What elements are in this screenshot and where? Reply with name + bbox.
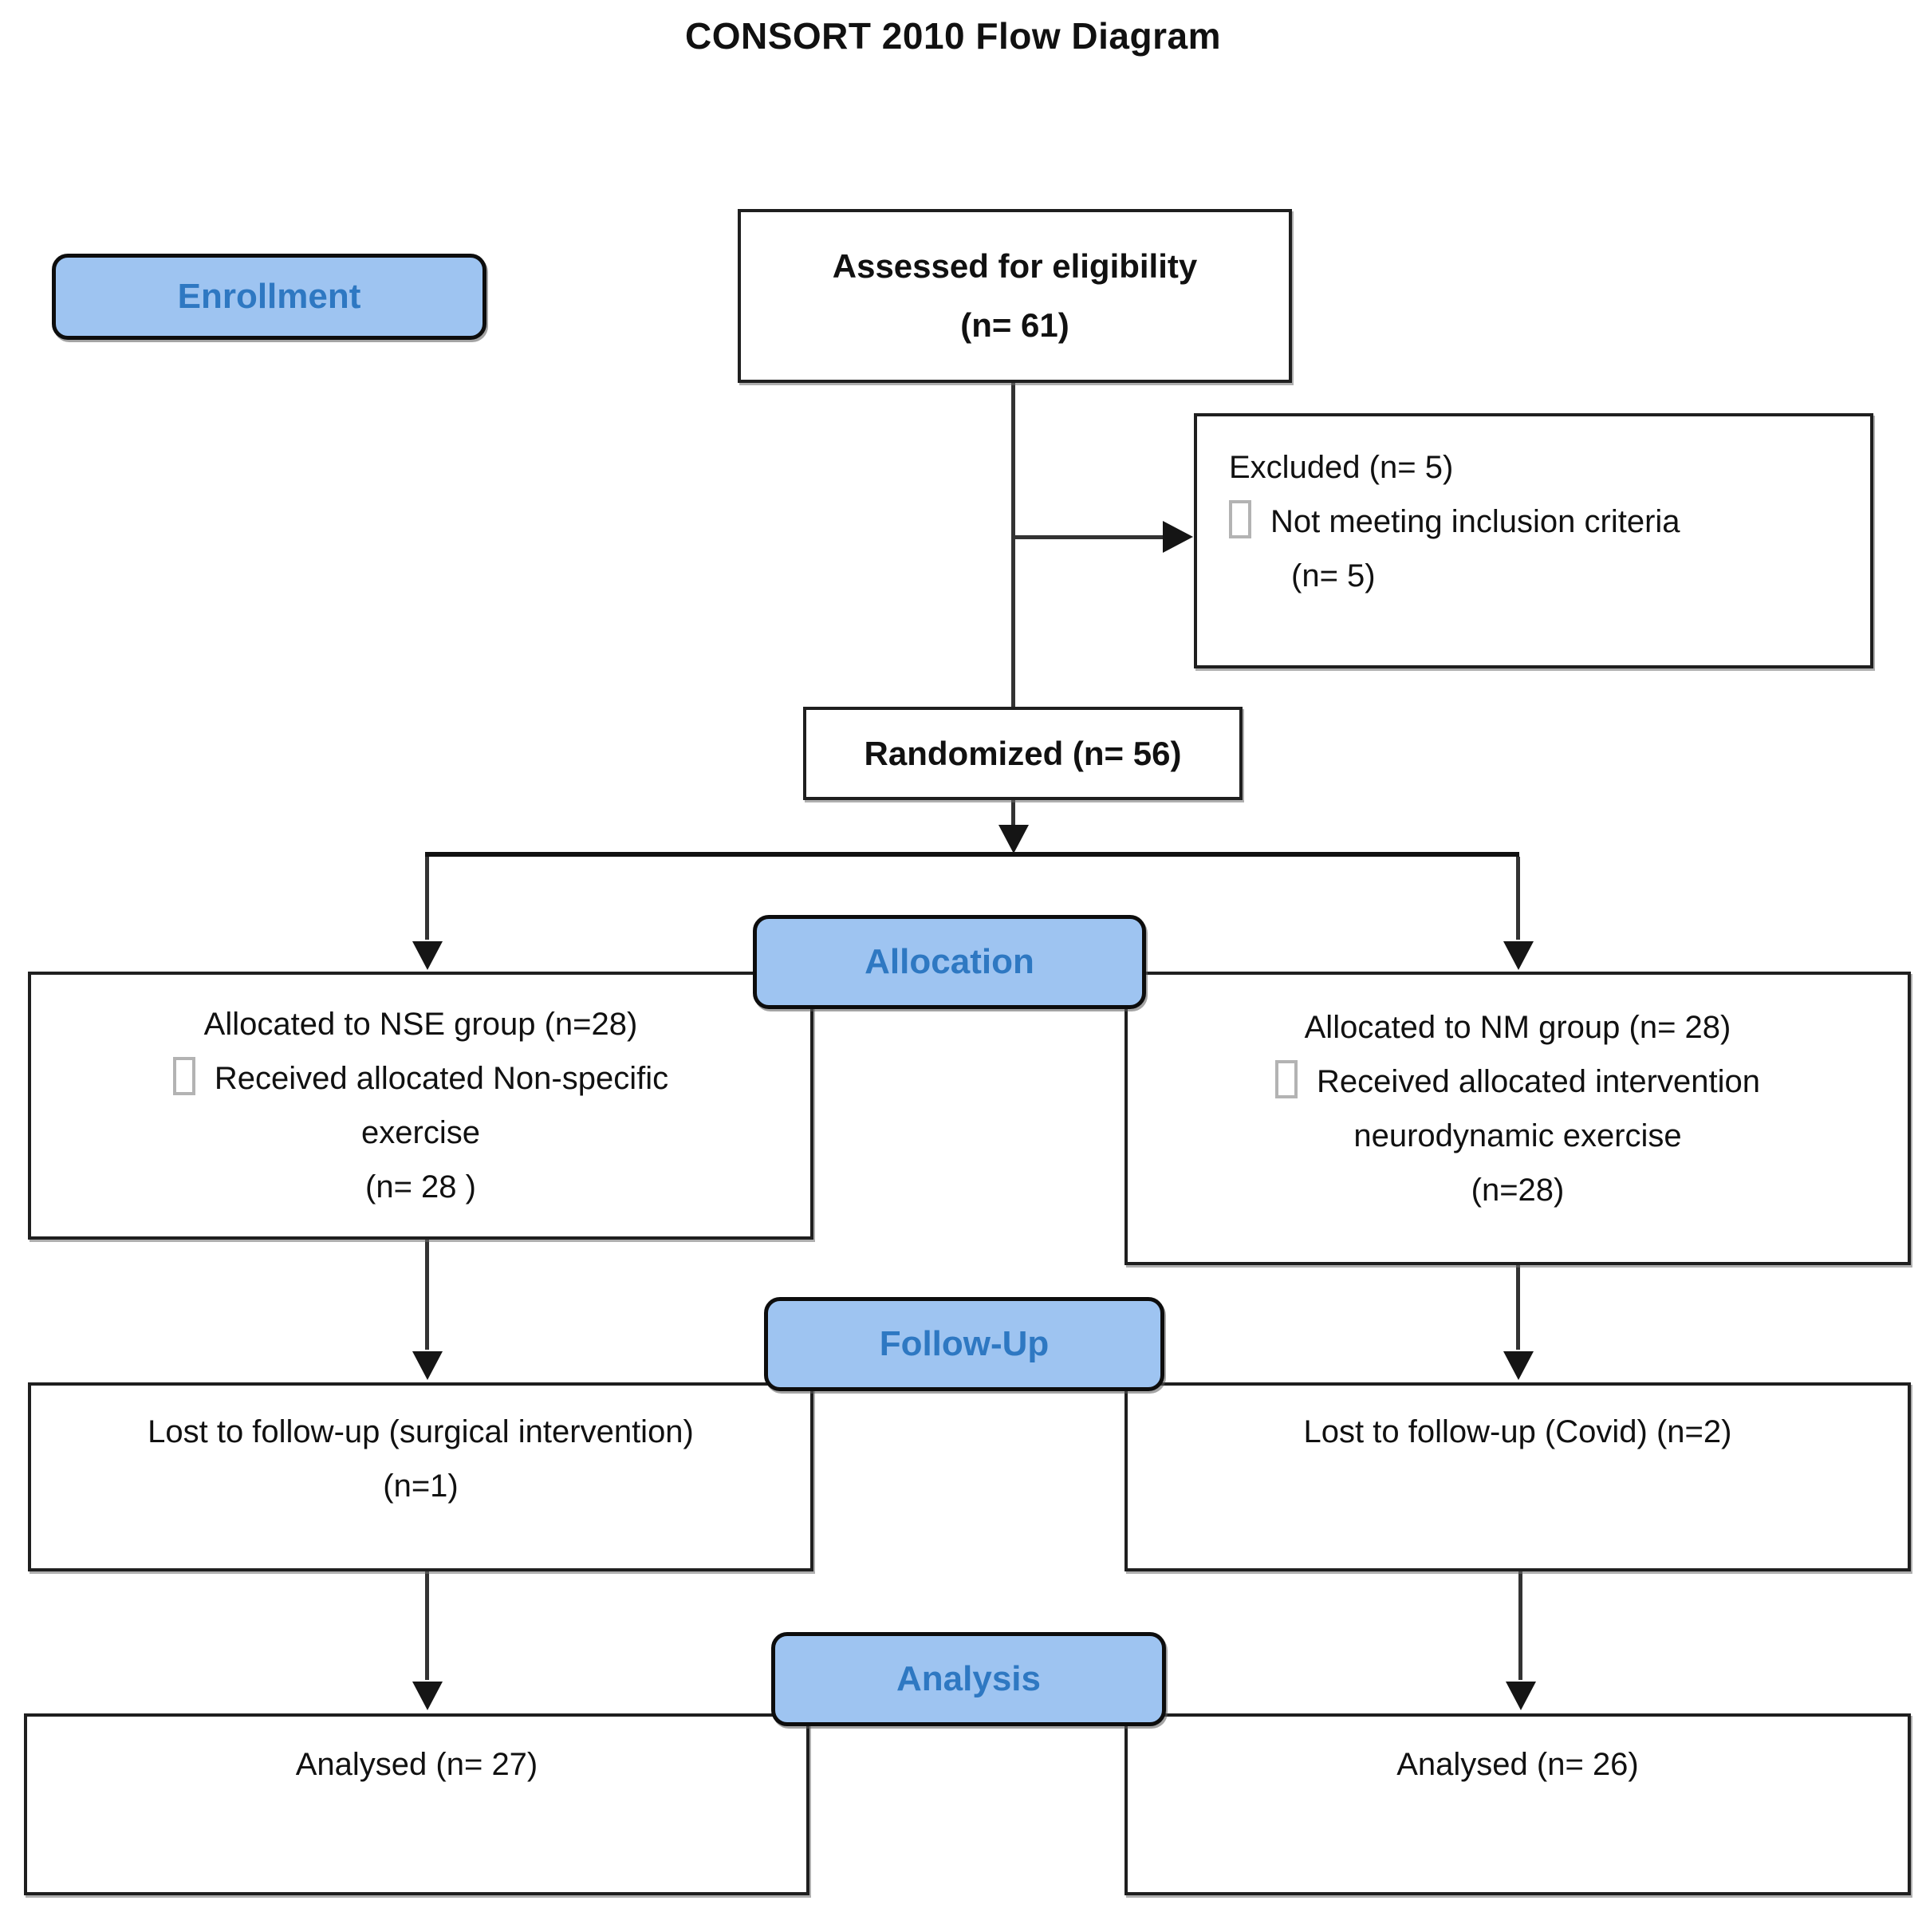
alloc-nse-line3: exercise [361, 1115, 480, 1150]
alloc-nm-line1: Allocated to NM group (n= 28) [1304, 1010, 1731, 1045]
page-title: CONSORT 2010 Flow Diagram [685, 15, 1221, 57]
connector-split-alloc-left [425, 857, 429, 940]
missing-glyph-bullet-icon [1275, 1060, 1298, 1098]
split-line [425, 852, 1519, 857]
stage-label-follow-up: Follow-Up [764, 1297, 1164, 1391]
randomized-box: Randomized (n= 56) [803, 707, 1243, 800]
arrowhead-right-excluded-icon [1163, 521, 1193, 553]
analysed-right-box: Analysed (n= 26) [1124, 1713, 1911, 1895]
alloc-nm-line3: neurodynamic exercise [1353, 1118, 1682, 1153]
connector-assessed-randomized [1011, 383, 1015, 707]
arrowhead-down-analysis-left-icon [412, 1682, 443, 1710]
connector-alloc-followup-left [425, 1240, 429, 1350]
assessed-line2: (n= 61) [960, 306, 1069, 344]
arrowhead-down-alloc-right-icon [1503, 941, 1534, 970]
arrowhead-down-alloc-left-icon [412, 941, 443, 970]
stage-label-analysis: Analysis [771, 1632, 1166, 1726]
followup-right-line1: Lost to follow-up (Covid) (n=2) [1303, 1414, 1732, 1449]
excluded-bullet-text: Not meeting inclusion criteria [1270, 504, 1680, 539]
stage-label-enrollment-text: Enrollment [177, 277, 361, 316]
alloc-nse-bullet-text: Received allocated Non-specific [214, 1061, 669, 1096]
excluded-line1: Excluded (n= 5) [1229, 450, 1454, 485]
alloc-nm-box: Allocated to NM group (n= 28) Received a… [1124, 972, 1911, 1265]
stage-label-analysis-text: Analysis [896, 1659, 1041, 1698]
connector-alloc-followup-right [1516, 1265, 1520, 1350]
alloc-nse-box: Allocated to NSE group (n=28) Received a… [28, 972, 813, 1240]
randomized-line1: Randomized (n= 56) [864, 734, 1182, 772]
analysed-left-box: Analysed (n= 27) [24, 1713, 809, 1895]
assessed-line1: Assessed for eligibility [832, 247, 1198, 285]
followup-right-box: Lost to follow-up (Covid) (n=2) [1124, 1382, 1911, 1571]
connector-branch-excluded [1013, 535, 1163, 539]
followup-left-line2: (n=1) [383, 1469, 459, 1504]
alloc-nm-line4: (n=28) [1471, 1173, 1565, 1208]
connector-followup-analysis-right [1518, 1571, 1522, 1680]
alloc-nse-line4: (n= 28 ) [365, 1169, 476, 1205]
connector-randomized-split [1011, 800, 1015, 830]
arrowhead-down-split-icon [998, 825, 1029, 854]
followup-left-line1: Lost to follow-up (surgical intervention… [148, 1414, 694, 1449]
stage-label-enrollment: Enrollment [52, 254, 486, 340]
analysed-right-line1: Analysed (n= 26) [1396, 1747, 1639, 1782]
connector-followup-analysis-left [425, 1571, 429, 1680]
alloc-nse-bullet-line: Received allocated Non-specific [31, 1051, 810, 1106]
stage-label-follow-up-text: Follow-Up [879, 1324, 1050, 1363]
alloc-nm-bullet-text: Received allocated intervention [1317, 1064, 1760, 1099]
alloc-nse-line1: Allocated to NSE group (n=28) [203, 1007, 638, 1042]
missing-glyph-bullet-icon [1229, 500, 1251, 538]
stage-label-allocation: Allocation [753, 915, 1146, 1009]
excluded-bullet-n: (n= 5) [1291, 558, 1376, 593]
arrowhead-down-followup-right-icon [1503, 1351, 1534, 1380]
followup-left-box: Lost to follow-up (surgical intervention… [28, 1382, 813, 1571]
excluded-box: Excluded (n= 5) Not meeting inclusion cr… [1194, 413, 1873, 668]
arrowhead-down-followup-left-icon [412, 1351, 443, 1380]
missing-glyph-bullet-icon [172, 1057, 195, 1095]
assessed-box: Assessed for eligibility (n= 61) [738, 209, 1292, 383]
connector-split-alloc-right [1516, 857, 1520, 940]
excluded-bullet-line: Not meeting inclusion criteria [1229, 495, 1849, 549]
arrowhead-down-analysis-right-icon [1506, 1682, 1536, 1710]
stage-label-allocation-text: Allocation [865, 942, 1034, 981]
alloc-nm-bullet-line: Received allocated intervention [1128, 1055, 1908, 1109]
analysed-left-line1: Analysed (n= 27) [295, 1747, 538, 1782]
